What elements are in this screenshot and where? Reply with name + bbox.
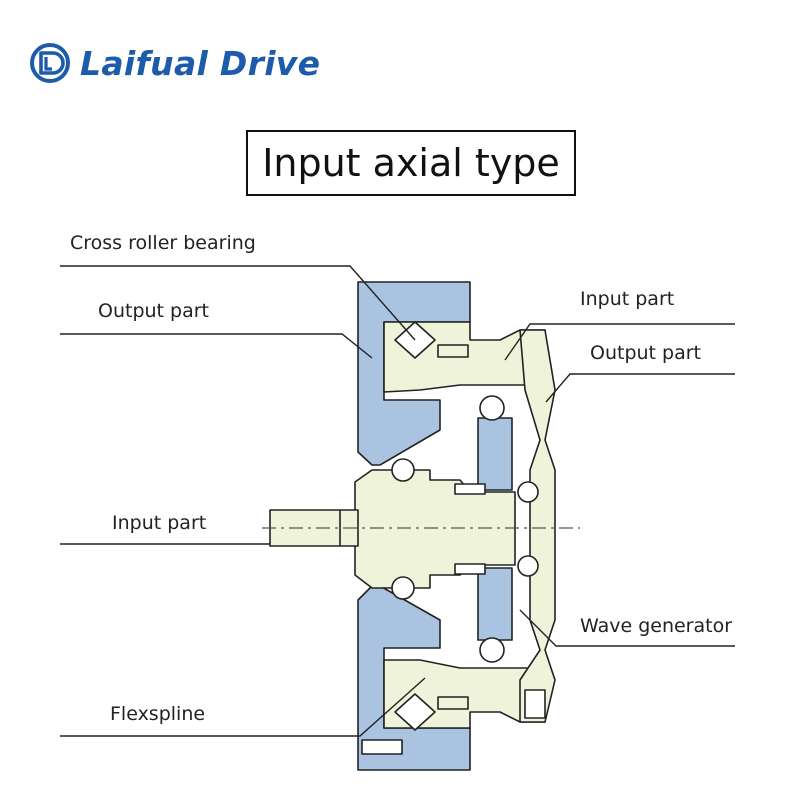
label-wave-generator: Wave generator bbox=[580, 615, 733, 637]
label-output-part-right: Output part bbox=[590, 342, 702, 364]
label-input-part-left: Input part bbox=[112, 512, 207, 534]
page-title: Input axial type bbox=[262, 141, 560, 185]
label-input-part-top: Input part bbox=[580, 288, 675, 310]
label-flexspline: Flexspline bbox=[110, 703, 206, 725]
leader-input-top bbox=[504, 323, 735, 361]
leader-cross-roller bbox=[60, 265, 416, 341]
brand-logo: Laifual Drive bbox=[28, 38, 320, 88]
label-output-part-left: Output part bbox=[98, 300, 210, 322]
leader-output-left bbox=[60, 333, 373, 359]
laifual-logo-icon bbox=[30, 43, 70, 83]
wave-generator-upper bbox=[477, 417, 513, 491]
leader-wave-generator bbox=[519, 609, 735, 647]
wave-generator-lower bbox=[477, 567, 513, 641]
leader-flexspline bbox=[60, 677, 426, 737]
brand-name: Laifual Drive bbox=[80, 43, 321, 83]
output-flange-blue bbox=[357, 281, 471, 466]
right-outer-casing bbox=[519, 329, 556, 723]
title-box: Input axial type bbox=[246, 130, 576, 196]
leader-output-right bbox=[545, 373, 735, 403]
label-cross-roller-bearing: Cross roller bearing bbox=[70, 232, 256, 254]
